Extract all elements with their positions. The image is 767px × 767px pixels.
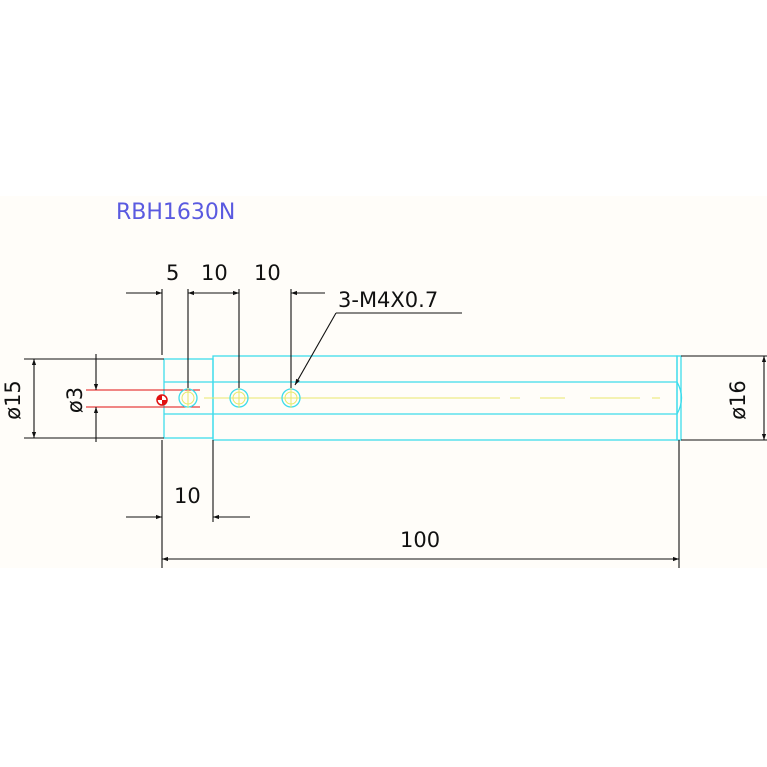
dim-10-bottom-label: 10 <box>174 484 201 508</box>
overall-length-dimension <box>162 440 680 568</box>
dim-10-a-label: 10 <box>201 261 228 285</box>
threaded-hole-3 <box>281 388 301 408</box>
shaft-right-end <box>676 355 682 441</box>
dia-3-label: ø3 <box>63 387 87 413</box>
thread-callout-leader <box>294 312 462 386</box>
origin-marker-icon <box>156 394 168 406</box>
threaded-hole-1 <box>178 388 198 408</box>
dim-100-label: 100 <box>400 528 440 552</box>
dim-5-label: 5 <box>166 261 179 285</box>
dia-15-label: ø15 <box>1 380 25 420</box>
dia-16-label: ø16 <box>726 380 750 420</box>
bottom-10-dimension <box>126 440 250 568</box>
top-dimensions <box>126 289 325 388</box>
thread-callout-label: 3-M4X0.7 <box>338 288 438 312</box>
left-dia-15-dimension <box>24 358 164 439</box>
part-title: RBH1630N <box>116 200 235 225</box>
bore-end-arc <box>676 381 683 415</box>
threaded-hole-2 <box>229 388 249 408</box>
right-dia-16-dimension <box>681 355 767 441</box>
dim-10-b-label: 10 <box>254 261 281 285</box>
